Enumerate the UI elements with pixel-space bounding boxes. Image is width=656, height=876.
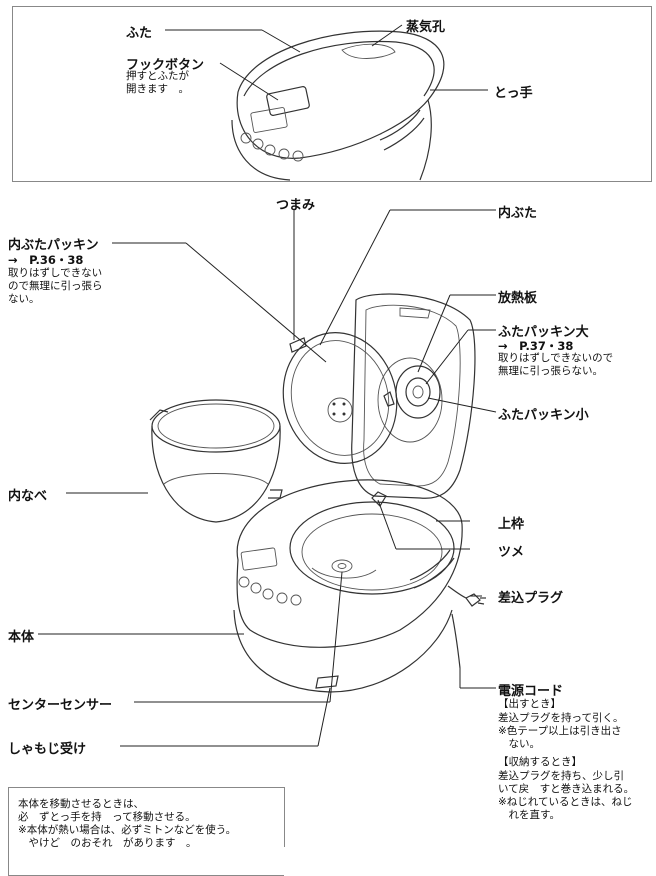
inner-lid-packing-note-2: ので無理に引っ張ら xyxy=(8,280,103,293)
cord-in-note-4: れを直す。 xyxy=(498,809,560,822)
hook-button-note-2: 開きます 。 xyxy=(126,83,189,96)
paddle-holder-label: しゃもじ受け xyxy=(8,738,86,757)
center-sensor-label: センターセンサー xyxy=(8,694,112,713)
inner-lid-drawing xyxy=(269,320,411,476)
power-cord-label: 電源コード xyxy=(498,680,563,699)
cord-out-note-1: 差込プラグを持って引く。 xyxy=(498,712,623,725)
lid-packing-small-label: ふたパッキン小 xyxy=(498,404,589,423)
body-label: 本体 xyxy=(8,626,34,645)
bottom-note-line-3: ※本体が熱い場合は、必ずミトンなどを使う。 xyxy=(18,824,236,837)
inner-pot-drawing xyxy=(150,400,282,522)
inner-lid-packing-note-1: 取りはずしできない xyxy=(8,267,102,280)
bottom-note-line-4: やけど のおそれ があります 。 xyxy=(18,837,197,850)
cord-out-note-2: ※色テープ以上は引き出さ xyxy=(498,725,622,738)
inner-pot-label: 内なべ xyxy=(8,485,47,504)
inner-lid-packing-note-3: ない。 xyxy=(8,293,40,306)
handle-label: とっ手 xyxy=(494,82,533,101)
upper-frame-label: 上枠 xyxy=(498,513,524,532)
lid-label: ふた xyxy=(126,22,152,41)
inner-lid-packing-label: 内ぶたパッキン xyxy=(8,234,99,253)
lid-packing-large-note-1: 取りはずしできないので xyxy=(498,352,613,365)
cord-in-note-3: ※ねじれているときは、ねじ xyxy=(498,796,632,809)
lid-packing-large-note-2: 無理に引っ張らない。 xyxy=(498,365,603,378)
hook-button-note-1: 押すとふたが xyxy=(126,70,189,83)
heat-plate-label: 放熱板 xyxy=(498,287,537,306)
cord-in-title: 【収納するとき】 xyxy=(498,756,582,769)
cord-out-note-3: ない。 xyxy=(498,738,540,751)
plug-label: 差込プラグ xyxy=(498,587,563,606)
closed-cooker-drawing xyxy=(232,31,444,180)
open-lid-drawing xyxy=(352,294,475,498)
cord-out-title: 【出すとき】 xyxy=(498,698,561,711)
steam-vent-label: 蒸気孔 xyxy=(406,16,445,35)
cooker-body-drawing xyxy=(234,480,462,692)
knob-label: つまみ xyxy=(276,194,315,213)
cord-in-note-1: 差込プラグを持ち、少し引 xyxy=(498,770,624,783)
claw-label: ツメ xyxy=(498,541,524,560)
inner-lid-packing-ref: → P.36・38 xyxy=(8,252,83,268)
inner-lid-label: 内ぶた xyxy=(498,202,537,221)
bottom-note-line-1: 本体を移動させるときは、 xyxy=(18,798,144,811)
bottom-note-line-2: 必 ずとっ手を持 って移動させる。 xyxy=(18,811,196,824)
cord-in-note-2: いて戻 すと巻き込まれる。 xyxy=(498,783,634,796)
